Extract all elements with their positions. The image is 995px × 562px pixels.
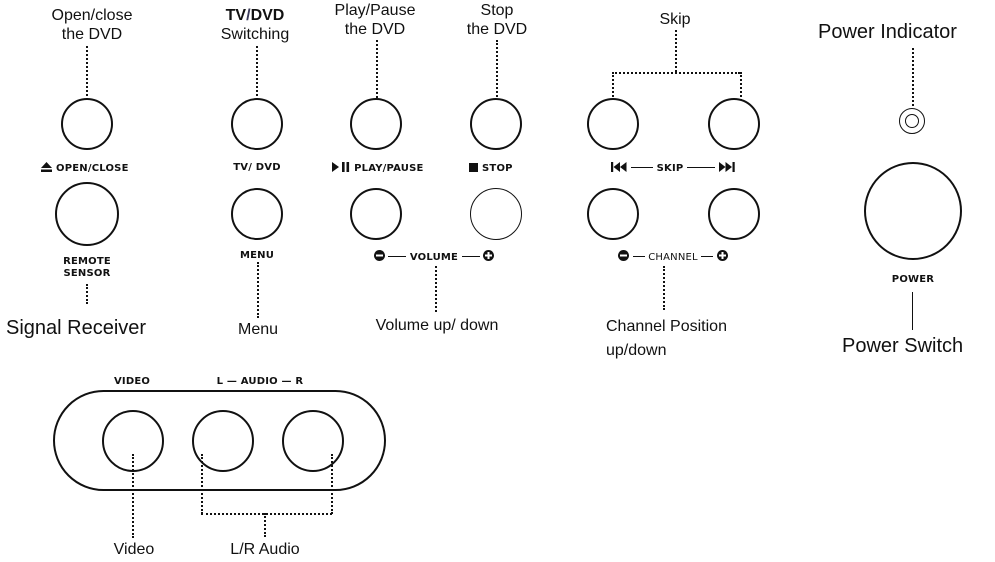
leader-stop <box>496 40 498 105</box>
callout-video: Video <box>113 541 155 558</box>
leader-play-pause <box>376 40 378 110</box>
skip-forward-button[interactable] <box>708 98 760 150</box>
skip-back-icon <box>611 162 627 172</box>
leader-skip-right <box>740 72 742 120</box>
eject-icon <box>41 162 53 172</box>
stop-icon <box>469 163 479 172</box>
leader-channel <box>663 266 665 310</box>
leader-audio-left <box>201 454 203 514</box>
leader-volume <box>435 266 437 312</box>
leader-audio-bracket <box>201 513 332 515</box>
panel-label-skip: SKIP <box>580 162 766 174</box>
callout-lr-audio: L/R Audio <box>230 541 300 558</box>
panel-label-tv-dvd: TV/ DVD <box>233 162 281 173</box>
plus-icon <box>717 250 729 261</box>
panel-label-play-pause: PLAY/PAUSE <box>318 162 438 174</box>
channel-dash-right <box>701 256 714 257</box>
callout-open-close: Open/close the DVD <box>51 7 133 43</box>
panel-label-remote-sensor: REMOTE SENSOR <box>63 256 111 279</box>
callout-menu: Menu <box>237 321 279 338</box>
panel-label-stop: STOP <box>456 162 526 174</box>
panel-label-menu: MENU <box>239 250 275 261</box>
power-indicator-led-inner <box>905 114 919 128</box>
leader-signal-receiver <box>86 284 88 304</box>
panel-label-video: VIDEO <box>113 376 151 387</box>
remote-sensor-window <box>55 182 119 246</box>
callout-signal-receiver: Signal Receiver <box>6 317 147 339</box>
leader-skip-left <box>612 72 614 120</box>
volume-dash-left <box>388 256 407 257</box>
leader-open-close <box>86 46 88 116</box>
channel-up-button[interactable] <box>708 188 760 240</box>
callout-power-indicator: Power Indicator <box>818 21 957 43</box>
panel-label-audio: L — AUDIO — R <box>216 376 304 387</box>
leader-skip-bracket <box>612 72 740 74</box>
callout-volume: Volume up/ down <box>375 317 499 334</box>
leader-audio-right <box>331 454 333 514</box>
skip-back-button[interactable] <box>587 98 639 150</box>
skip-dash-left <box>630 167 653 168</box>
panel-label-open-close: OPEN/CLOSE <box>30 162 140 174</box>
power-button[interactable] <box>864 162 962 260</box>
audio-right-jack[interactable] <box>282 410 344 472</box>
plus-icon <box>483 250 495 261</box>
callout-channel: Channel Position up/down <box>606 318 727 359</box>
av-input-panel <box>53 390 386 491</box>
leader-power-switch <box>912 292 913 330</box>
play-pause-icon <box>332 162 350 172</box>
leader-video <box>132 454 134 538</box>
volume-up-button[interactable] <box>470 188 522 240</box>
channel-dash-left <box>632 256 645 257</box>
callout-power-switch: Power Switch <box>842 335 964 357</box>
skip-forward-icon <box>718 162 735 172</box>
minus-icon <box>373 250 385 261</box>
leader-audio-center <box>264 513 266 537</box>
menu-button[interactable] <box>231 188 283 240</box>
volume-dash-right <box>461 256 480 257</box>
volume-down-button[interactable] <box>350 188 402 240</box>
stop-button[interactable] <box>470 98 522 150</box>
callout-play-pause: Play/Pause the DVD <box>334 2 416 38</box>
panel-label-power: POWER <box>891 274 935 285</box>
callout-tv-dvd: TV/DVD Switching <box>220 7 290 43</box>
leader-power-indicator <box>912 48 914 106</box>
leader-skip-center <box>675 30 677 72</box>
channel-down-button[interactable] <box>587 188 639 240</box>
leader-tv-dvd <box>256 46 258 116</box>
skip-dash-right <box>687 167 716 168</box>
audio-left-jack[interactable] <box>192 410 254 472</box>
minus-icon <box>617 250 629 261</box>
panel-label-channel: CHANNEL <box>598 250 748 263</box>
callout-skip: Skip <box>659 11 691 28</box>
leader-menu <box>257 262 259 318</box>
callout-stop: Stop the DVD <box>466 2 528 38</box>
panel-label-volume: VOLUME <box>354 250 514 263</box>
tv-dvd-button[interactable] <box>231 98 283 150</box>
open-close-button[interactable] <box>61 98 113 150</box>
play-pause-button[interactable] <box>350 98 402 150</box>
